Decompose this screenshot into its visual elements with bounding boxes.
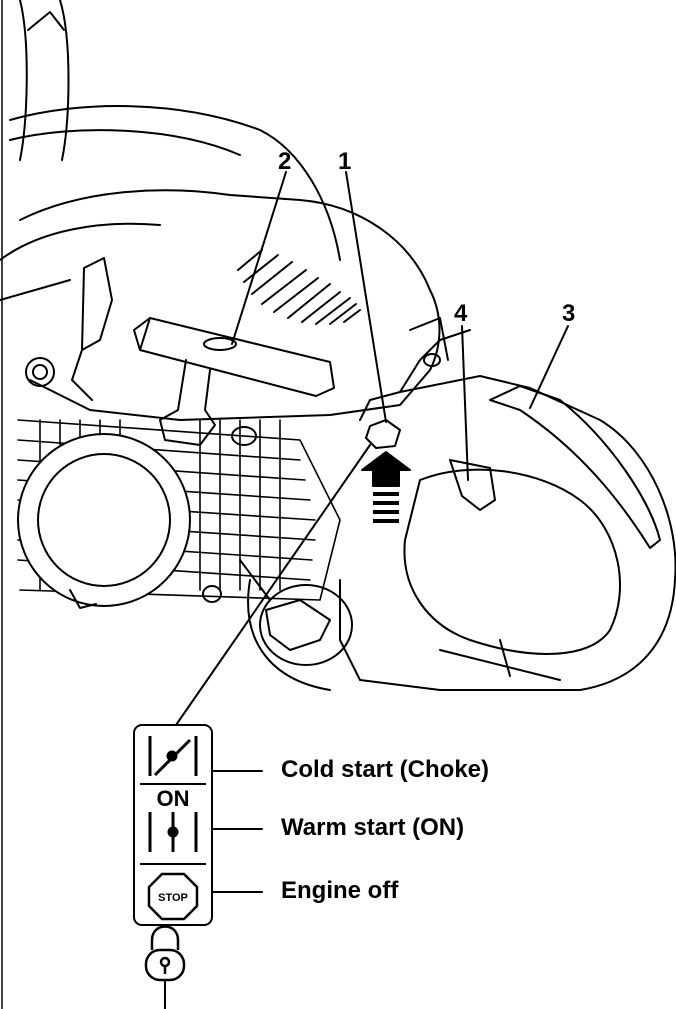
fuel-cap [247, 579, 353, 691]
legend-cold-start: Cold start (Choke) [281, 756, 490, 783]
leader-line-2 [231, 171, 287, 345]
callout-3: 3 [562, 300, 576, 327]
legend-warm-start: Warm start (ON) [281, 814, 465, 841]
starter-grip [133, 317, 335, 446]
lock-icon [144, 925, 186, 982]
leader-line-4 [461, 325, 469, 481]
starter-drum [17, 433, 271, 609]
on-symbol-text: ON [157, 786, 190, 811]
leader-line-3 [529, 325, 569, 409]
legend-engine-off: Engine off [281, 877, 399, 904]
warm-start-icon [148, 812, 198, 852]
leader-line-1 [345, 171, 387, 423]
rear-handle [339, 317, 676, 691]
callout-1: 1 [338, 148, 352, 175]
switch-symbol-panel [133, 724, 213, 982]
leader-line-switch [175, 444, 371, 726]
callout-2: 2 [278, 148, 292, 175]
engine-cover [0, 189, 441, 421]
front-handle [9, 0, 341, 261]
choke-icon [148, 736, 198, 777]
up-arrow-icon [361, 451, 411, 523]
stop-symbol-text: STOP [158, 892, 188, 904]
callout-4: 4 [454, 300, 468, 327]
stop-icon [147, 872, 199, 921]
stop-switch [365, 419, 401, 449]
